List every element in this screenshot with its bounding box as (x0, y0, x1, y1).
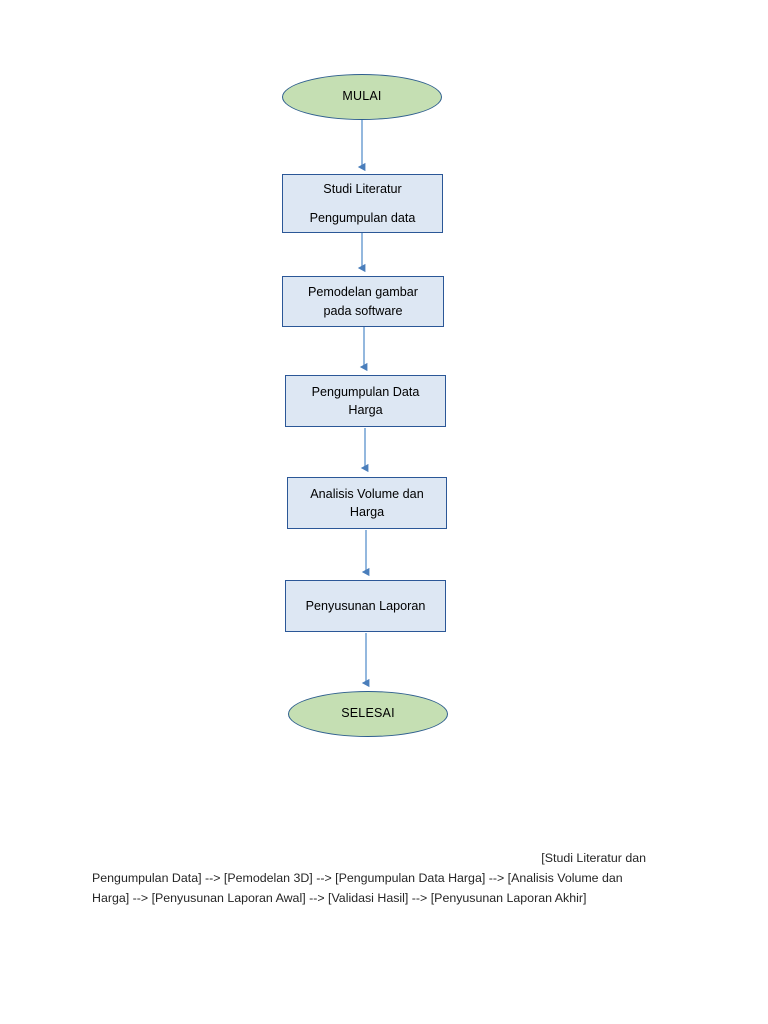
flow-node-step4-line1: Analisis Volume dan (310, 486, 424, 501)
flowchart-diagram: MULAI Studi Literatur Pengumpulan data P… (282, 74, 448, 737)
flow-node-step2[interactable]: Pemodelan gambar pada software (282, 276, 444, 327)
flow-node-end[interactable]: SELESAI (288, 691, 448, 737)
flowchart-connectors (357, 119, 370, 688)
caption-line-1: [Studi Literatur dan (541, 851, 646, 865)
flow-node-end-label: SELESAI (341, 706, 395, 721)
flow-node-step5[interactable]: Penyusunan Laporan (285, 580, 446, 632)
flow-node-step3-line2: Harga (348, 403, 383, 417)
flow-node-step3-line1: Pengumpulan Data (311, 384, 420, 399)
flow-node-step1-line1: Studi Literatur (323, 181, 402, 196)
flow-node-start[interactable]: MULAI (282, 74, 442, 120)
flow-node-step3[interactable]: Pengumpulan Data Harga (285, 375, 446, 427)
flow-node-step4-line2: Harga (349, 505, 385, 519)
flow-node-step5-line1: Penyusunan Laporan (305, 598, 426, 613)
flow-node-step1[interactable]: Studi Literatur Pengumpulan data (282, 174, 443, 233)
caption-paragraph: [Studi Literatur dan Pengumpulan Data] -… (92, 848, 646, 908)
flow-node-start-label: MULAI (342, 89, 382, 104)
flow-node-step1-line2: Pengumpulan data (309, 211, 416, 225)
flow-node-step2-line2: pada software (323, 303, 403, 318)
flow-node-step2-line1: Pemodelan gambar (308, 285, 418, 300)
caption-line-3: Harga] --> [Penyusunan Laporan Awal] -->… (92, 891, 587, 905)
flow-node-step4[interactable]: Analisis Volume dan Harga (287, 477, 447, 529)
caption-line-2: Pengumpulan Data] --> [Pemodelan 3D] -->… (92, 871, 623, 885)
